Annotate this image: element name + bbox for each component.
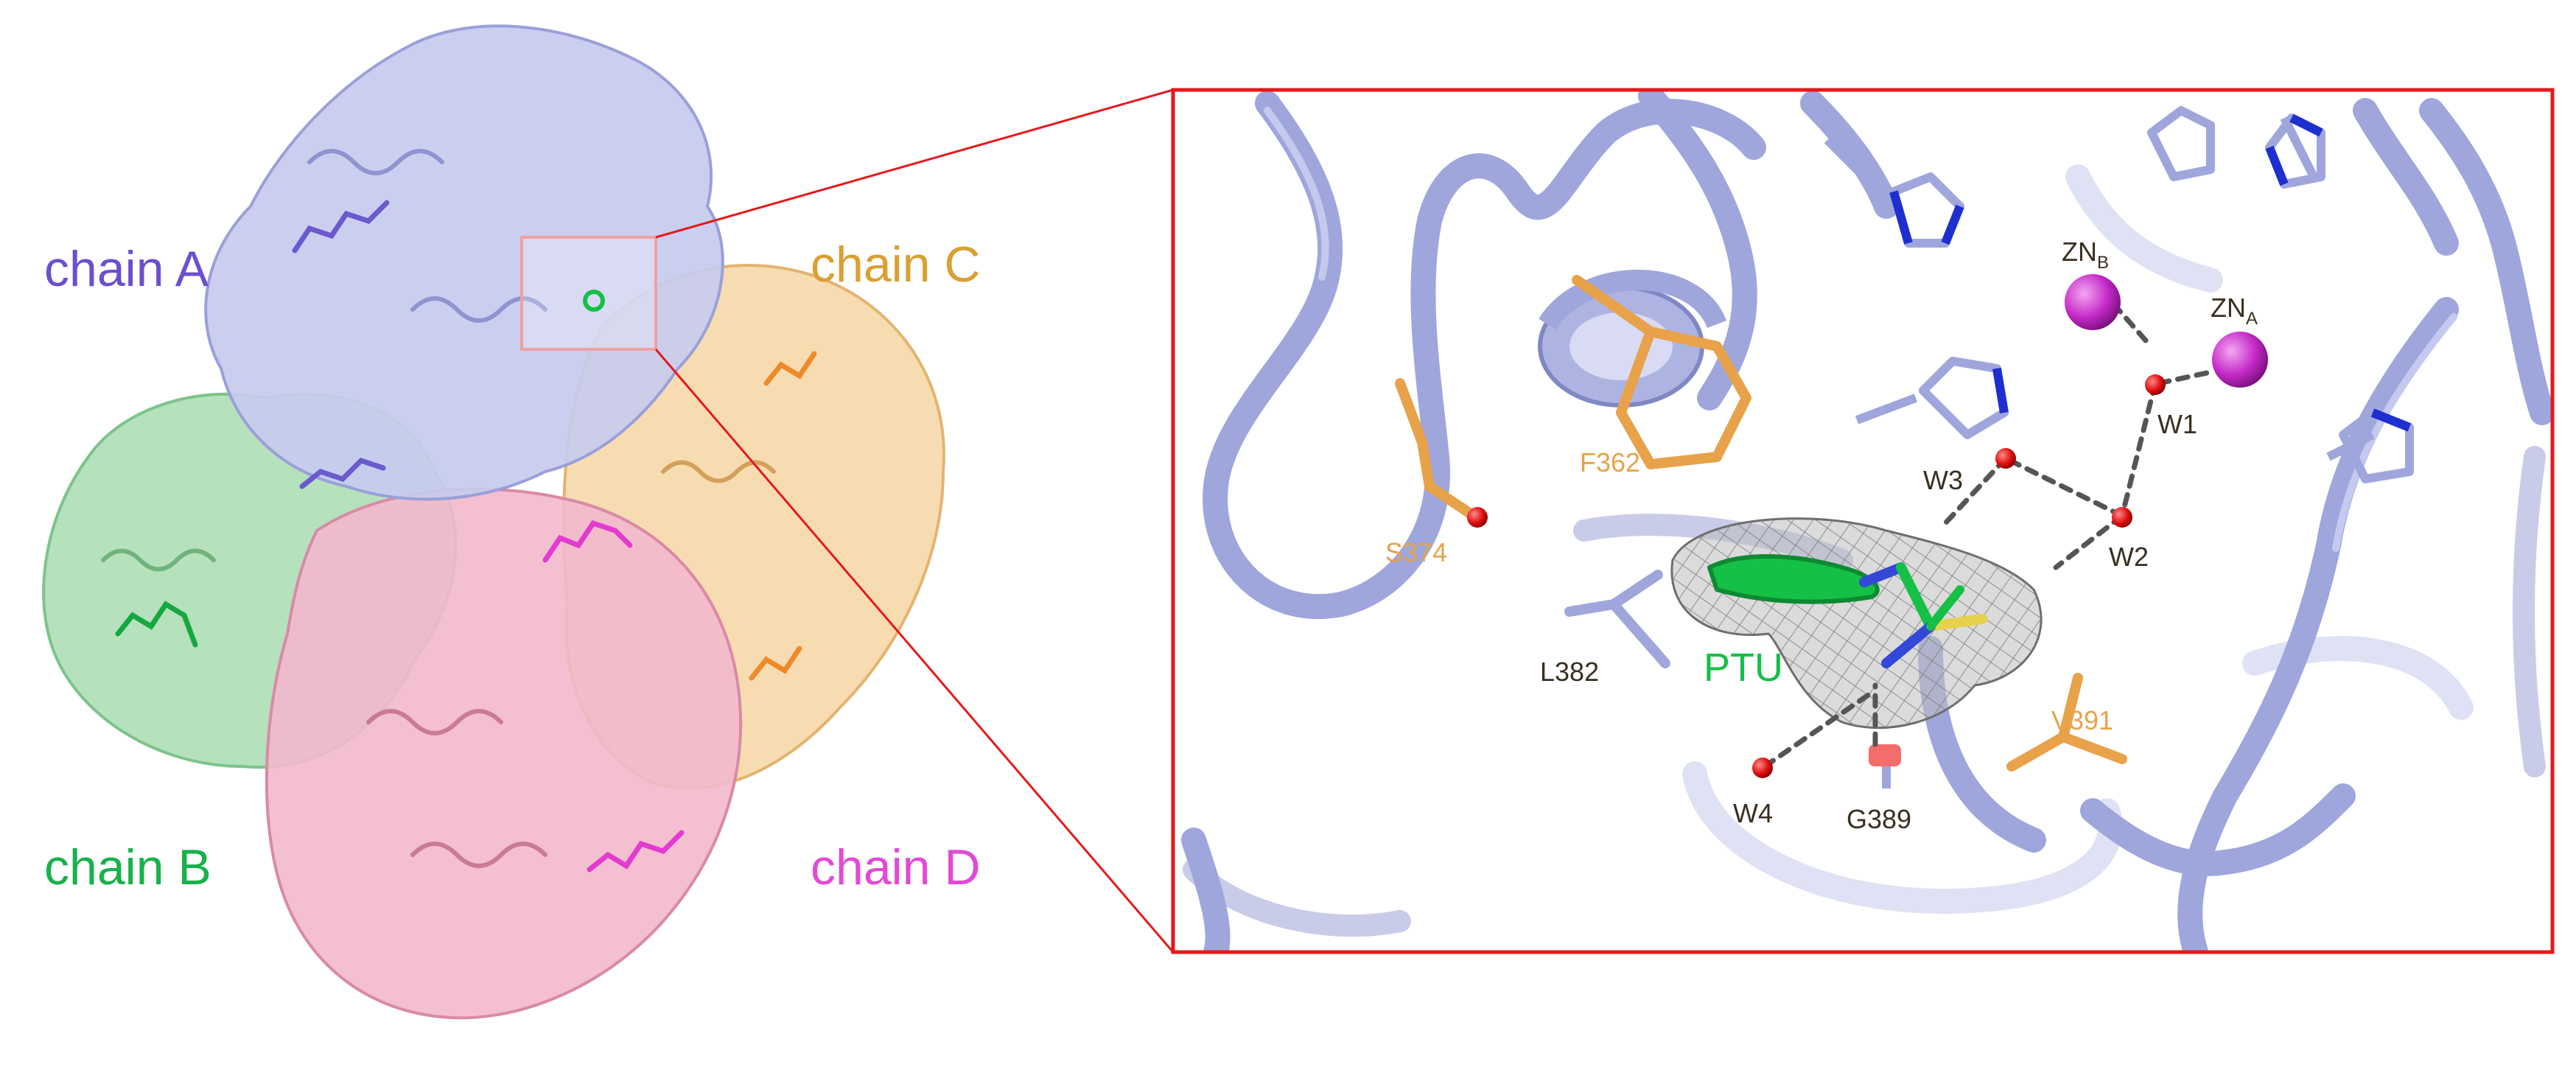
label-l382: L382 — [1540, 657, 1599, 687]
histidine-residues — [1824, 106, 2414, 483]
zoom-region-box — [520, 236, 657, 351]
ribbon-highlights — [1264, 107, 2457, 552]
label-w3: W3 — [1923, 465, 1963, 495]
chain-a-label: chain A — [44, 241, 209, 297]
s374-sidechain — [1395, 378, 1488, 528]
chain-d-label: chain D — [811, 839, 981, 895]
inset-border — [1171, 88, 2555, 954]
v391-sidechain — [2006, 673, 2127, 772]
chain-b-label: chain B — [44, 839, 211, 895]
label-s374: S374 — [1385, 537, 1447, 567]
water-w2 — [2112, 507, 2132, 528]
chain-d-surface — [265, 487, 743, 1020]
label-f362: F362 — [1580, 447, 1640, 478]
chain-c-label: chain C — [811, 237, 981, 293]
zinc-ion-b — [2065, 274, 2121, 330]
ptu-ligand — [1707, 554, 1987, 668]
label-w2: W2 — [2109, 542, 2149, 572]
label-g389: G389 — [1847, 804, 1911, 834]
label-w1: W1 — [2157, 409, 2197, 439]
chain-a-surface — [204, 24, 724, 501]
hydrogen-bonds — [1762, 307, 2213, 769]
l382-sidechain — [1564, 570, 1670, 668]
g389-carbonyl — [1869, 744, 1901, 788]
label-znb: ZNB — [2062, 237, 2109, 273]
surface-ligands — [115, 200, 817, 873]
ptu-marker — [583, 290, 605, 312]
label-zna: ZNA — [2211, 293, 2258, 329]
helix-segment — [1538, 270, 1727, 408]
label-v391: V391 — [2051, 705, 2113, 735]
label-w4: W4 — [1733, 798, 1773, 828]
water-w1 — [2145, 374, 2166, 395]
tetramer-overview: chain A chain B chain C chain D — [42, 24, 981, 1020]
active-site-inset: ZNB ZNA W1 W2 W3 W4 F362 S374 L382 G389 … — [1171, 88, 2555, 954]
water-w4 — [1752, 758, 1773, 778]
zoom-callout-lines — [654, 88, 1175, 953]
label-ptu: PTU — [1704, 646, 1783, 690]
zinc-ion-a — [2212, 332, 2268, 388]
water-w3 — [1995, 448, 2016, 469]
f362-sidechain — [1572, 275, 1751, 469]
